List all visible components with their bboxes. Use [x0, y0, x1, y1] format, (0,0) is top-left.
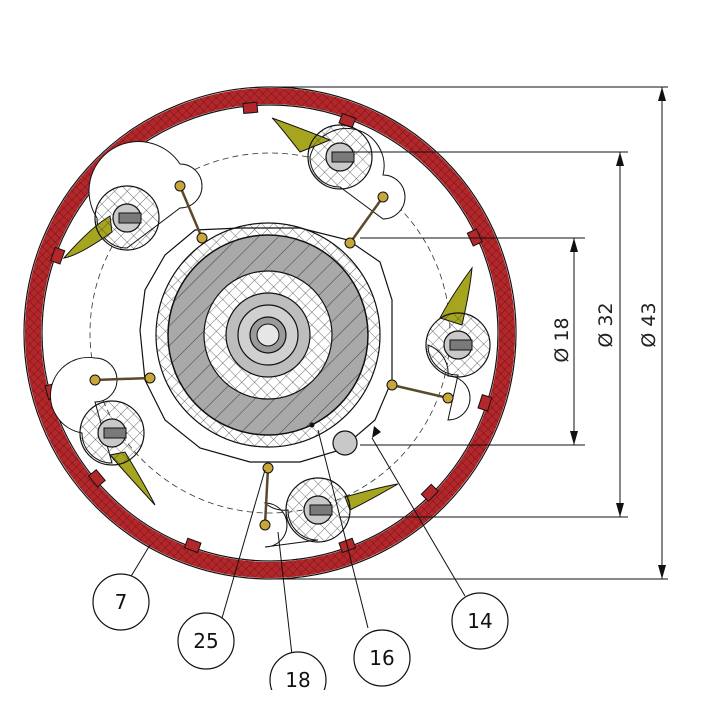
housing-notch: [242, 101, 259, 114]
screw: [103, 427, 127, 439]
balloon-14: 14: [451, 592, 509, 650]
spring-arm: [178, 185, 204, 239]
spring-arm: [391, 383, 449, 400]
balloon-label-16: 16: [369, 646, 394, 670]
leader-lines: [129, 429, 466, 656]
pivot-pin: [196, 232, 208, 244]
leader-arrow-14: [372, 426, 381, 438]
pivot-pin: [442, 392, 454, 404]
pivot-pin: [386, 379, 398, 391]
blade: [439, 266, 473, 326]
balloon-label-7: 7: [115, 590, 128, 614]
balloon-label-18: 18: [285, 668, 310, 692]
housing-notch: [183, 537, 202, 554]
balloon-18: 18: [260, 651, 340, 703]
pivot-pin: [174, 180, 186, 192]
housing-notch: [477, 394, 493, 412]
pivot-pin: [262, 462, 274, 474]
pivot-pin: [344, 237, 356, 249]
housing-notch: [420, 483, 439, 502]
hub-assembly: [155, 222, 381, 456]
housing-notch: [87, 468, 106, 488]
balloon-label-14: 14: [467, 609, 492, 633]
balloon-16: 16: [353, 629, 411, 687]
dimension-label-d43: Ø 43: [638, 302, 660, 347]
pivot-pin: [89, 374, 101, 386]
housing-notch: [466, 228, 483, 247]
balloon-label-25: 25: [193, 629, 218, 653]
spring-arm: [94, 376, 151, 382]
dimension-arrows: [570, 87, 666, 579]
balloon-7: 7: [92, 573, 150, 631]
blade: [344, 483, 399, 511]
pivot-pin: [259, 519, 271, 531]
screw: [118, 212, 142, 224]
screw: [331, 151, 355, 163]
housing-ring: [23, 86, 517, 580]
screw: [309, 504, 333, 516]
screw: [449, 339, 473, 351]
dimension-label-d32: Ø 32: [595, 302, 617, 347]
dimension-label-d18: Ø 18: [551, 317, 573, 362]
spring-arm: [263, 467, 270, 526]
pivot-pin: [377, 191, 389, 203]
pivot-pin: [144, 372, 156, 384]
dimension-lines: [270, 86, 668, 580]
balloon-25: 25: [177, 612, 235, 670]
spring-arm: [348, 196, 385, 244]
housing-notch: [49, 246, 66, 265]
